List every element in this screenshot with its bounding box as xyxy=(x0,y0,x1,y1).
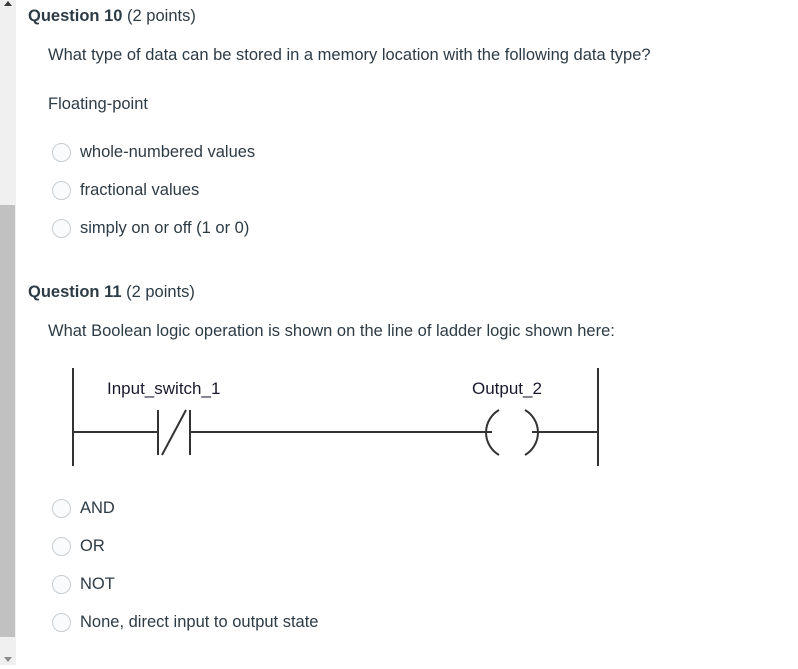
ladder-contact-label: Input_switch_1 xyxy=(107,379,220,398)
option-row[interactable]: None, direct input to output state xyxy=(52,603,798,641)
scrollbar-thumb[interactable] xyxy=(0,205,15,637)
radio-button-icon[interactable] xyxy=(52,574,71,594)
option-row[interactable]: AND xyxy=(52,489,798,527)
radio-button-icon[interactable] xyxy=(52,536,71,556)
scroll-up-arrow-icon[interactable] xyxy=(0,0,16,8)
question-11-header: Question 11 (2 points) xyxy=(16,282,798,302)
option-row[interactable]: OR xyxy=(52,527,798,565)
question-10-header: Question 10 (2 points) xyxy=(16,6,798,26)
ladder-logic-diagram: Input_switch_1 Output_2 xyxy=(40,360,640,475)
option-row[interactable]: fractional values xyxy=(52,171,798,209)
question-block-10: Question 10 (2 points) xyxy=(16,6,798,26)
question-10-options: whole-numbered values fractional values … xyxy=(16,133,798,247)
question-10-prompt: What type of data can be stored in a mem… xyxy=(48,46,651,64)
scroll-down-arrow-icon[interactable] xyxy=(0,655,16,669)
option-label: fractional values xyxy=(80,181,200,199)
radio-button-icon[interactable] xyxy=(52,498,71,518)
question-10-prompt-row: What type of data can be stored in a mem… xyxy=(16,44,798,66)
radio-button-icon[interactable] xyxy=(52,180,71,200)
option-row[interactable]: simply on or off (1 or 0) xyxy=(52,209,798,247)
question-11-prompt: What Boolean logic operation is shown on… xyxy=(48,322,615,340)
option-label: NOT xyxy=(80,575,115,593)
contact-slash-normally-closed xyxy=(161,409,187,456)
option-label: None, direct input to output state xyxy=(80,613,319,631)
radio-button-icon[interactable] xyxy=(52,142,71,162)
ladder-coil-label: Output_2 xyxy=(472,379,542,398)
question-10-subtext-row: Floating-point xyxy=(16,93,798,115)
question-10-subtext: Floating-point xyxy=(48,95,148,113)
option-label: simply on or off (1 or 0) xyxy=(80,219,250,237)
option-row[interactable]: NOT xyxy=(52,565,798,603)
question-10-title: Question 10 xyxy=(28,7,123,25)
radio-button-icon[interactable] xyxy=(52,218,71,238)
question-10-points: (2 points) xyxy=(127,7,196,25)
option-label: OR xyxy=(80,537,105,555)
question-11-points: (2 points) xyxy=(126,283,195,301)
page-scrollbar[interactable] xyxy=(0,0,16,665)
question-block-11: Question 11 (2 points) xyxy=(16,282,798,302)
quiz-content: Question 10 (2 points) What type of data… xyxy=(16,0,798,665)
coil-arc-right xyxy=(524,409,539,456)
radio-button-icon[interactable] xyxy=(52,612,71,632)
option-label: AND xyxy=(80,499,115,517)
coil-arc-left xyxy=(485,409,500,456)
question-11-options: AND OR NOT None, direct input to output … xyxy=(16,489,798,641)
option-row[interactable]: whole-numbered values xyxy=(52,133,798,171)
question-11-prompt-row: What Boolean logic operation is shown on… xyxy=(16,320,798,342)
option-label: whole-numbered values xyxy=(80,143,256,161)
question-11-title: Question 11 xyxy=(28,283,122,301)
